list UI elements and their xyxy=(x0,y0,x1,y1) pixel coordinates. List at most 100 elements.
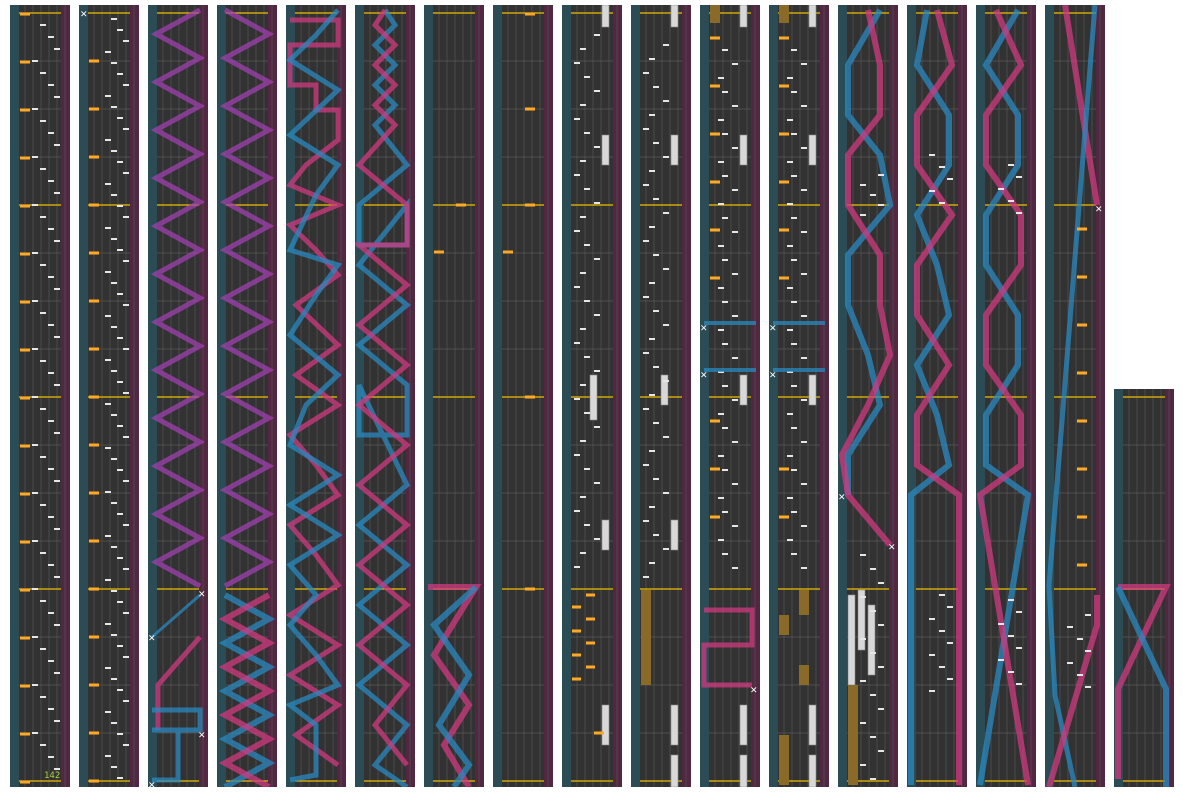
small-note xyxy=(732,567,738,569)
small-note xyxy=(54,240,60,242)
slide-end-marker-icon: ✕ xyxy=(700,371,708,381)
small-note xyxy=(32,60,38,62)
small-note xyxy=(574,118,580,120)
small-note xyxy=(643,240,649,242)
small-note xyxy=(54,576,60,578)
small-note xyxy=(732,315,738,317)
hold-note xyxy=(779,615,789,635)
small-note xyxy=(643,184,649,186)
small-note xyxy=(40,744,46,746)
small-note xyxy=(791,301,797,303)
small-note xyxy=(732,189,738,191)
slide-end-marker-icon: ✕ xyxy=(198,590,206,600)
small-note xyxy=(123,480,129,482)
small-note xyxy=(32,252,38,254)
small-note xyxy=(722,385,728,387)
small-note xyxy=(947,178,953,180)
small-note xyxy=(1085,614,1091,616)
hold-note xyxy=(808,134,817,166)
small-note xyxy=(123,128,129,130)
small-note xyxy=(663,212,669,214)
small-note xyxy=(123,612,129,614)
small-note xyxy=(117,29,123,31)
small-note xyxy=(111,414,117,416)
chart-column-4 xyxy=(217,5,277,787)
small-note xyxy=(787,329,793,331)
small-note xyxy=(649,338,655,340)
small-note xyxy=(653,422,659,424)
small-note xyxy=(117,513,123,515)
hold-note xyxy=(808,5,817,28)
hold-note xyxy=(641,590,651,685)
small-note xyxy=(40,312,46,314)
small-note xyxy=(1016,683,1022,685)
tap-note xyxy=(586,665,595,669)
small-note xyxy=(594,538,600,540)
small-note xyxy=(117,689,123,691)
small-note xyxy=(48,516,54,518)
small-note xyxy=(54,672,60,674)
hold-note xyxy=(739,754,748,787)
left-rail xyxy=(769,5,778,787)
small-note xyxy=(580,328,586,330)
slide-path xyxy=(152,707,203,783)
small-note xyxy=(732,357,738,359)
tap-note xyxy=(89,587,99,591)
small-note xyxy=(54,432,60,434)
small-note xyxy=(574,510,580,512)
tap-note xyxy=(89,683,99,687)
small-note xyxy=(48,84,54,86)
small-note xyxy=(643,128,649,130)
small-note xyxy=(32,204,38,206)
tap-note xyxy=(1077,515,1087,519)
hold-note xyxy=(848,685,858,785)
small-note xyxy=(643,408,649,410)
small-note xyxy=(111,106,117,108)
tap-note xyxy=(779,36,789,40)
small-note xyxy=(653,478,659,480)
small-note xyxy=(123,260,129,262)
small-note xyxy=(54,624,60,626)
small-note xyxy=(105,359,111,361)
small-note xyxy=(105,227,111,229)
small-note xyxy=(574,342,580,344)
tap-note xyxy=(586,617,595,621)
small-note xyxy=(732,231,738,233)
small-note xyxy=(643,352,649,354)
hold-note xyxy=(739,134,748,166)
small-note xyxy=(105,139,111,141)
small-note xyxy=(40,360,46,362)
tap-note xyxy=(20,300,30,304)
small-note xyxy=(32,684,38,686)
small-note xyxy=(40,168,46,170)
hold-note xyxy=(601,704,610,746)
small-note xyxy=(54,720,60,722)
small-note xyxy=(801,147,807,149)
small-note xyxy=(105,271,111,273)
small-note xyxy=(111,546,117,548)
small-note xyxy=(643,520,649,522)
small-note xyxy=(580,216,586,218)
tap-note xyxy=(779,180,789,184)
small-note xyxy=(584,468,590,470)
small-note xyxy=(791,511,797,513)
left-rail xyxy=(1045,5,1054,787)
small-note xyxy=(870,694,876,696)
small-note xyxy=(947,606,953,608)
small-note xyxy=(787,455,793,457)
small-note xyxy=(40,696,46,698)
left-rail xyxy=(631,5,640,787)
small-note xyxy=(48,468,54,470)
small-note xyxy=(584,244,590,246)
small-note xyxy=(722,133,728,135)
small-note xyxy=(787,119,793,121)
small-note xyxy=(718,539,724,541)
chart-column-6 xyxy=(355,5,415,787)
small-note xyxy=(105,667,111,669)
tap-note xyxy=(710,276,720,280)
slide-end-marker-icon: ✕ xyxy=(700,324,708,334)
small-note xyxy=(48,420,54,422)
small-note xyxy=(117,117,123,119)
small-note xyxy=(1016,212,1022,214)
small-note xyxy=(105,51,111,53)
